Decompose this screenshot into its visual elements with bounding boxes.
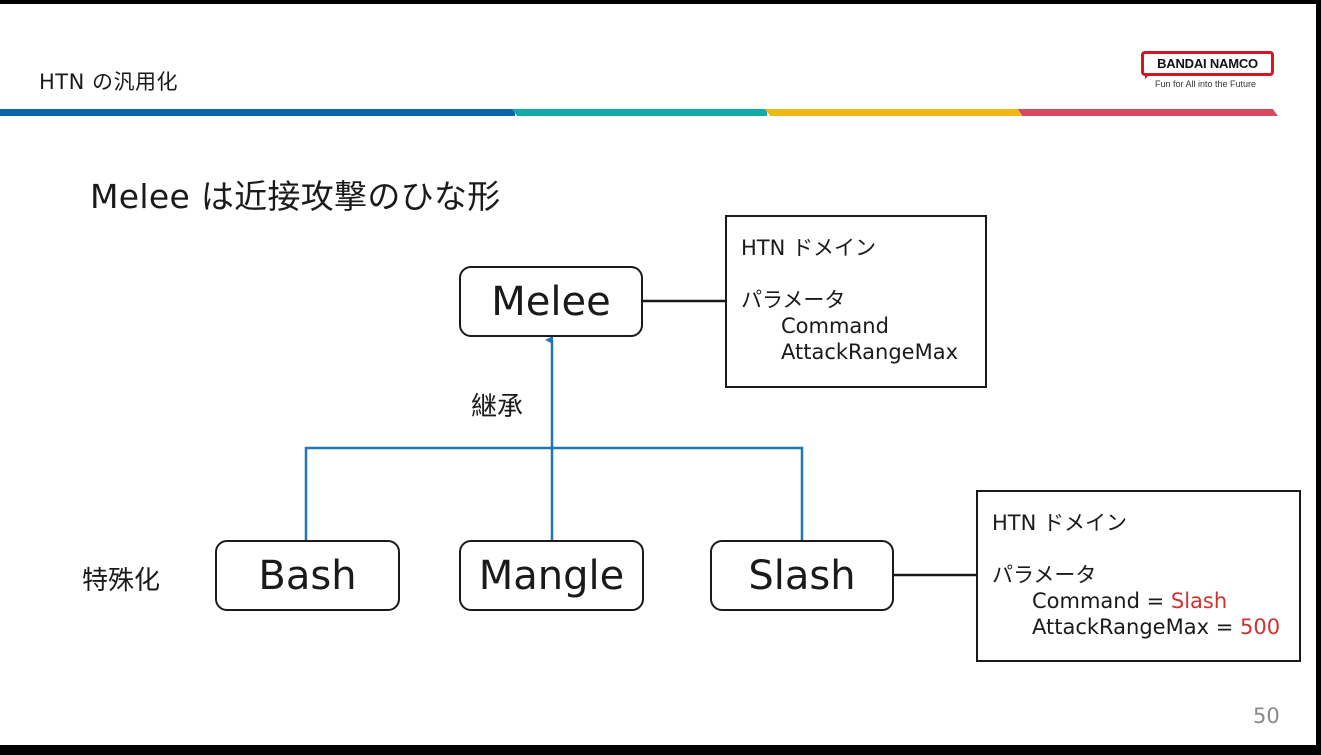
bandai-namco-logo: BANDAI NAMCO xyxy=(1141,51,1274,76)
inheritance-label: 継承 xyxy=(471,392,524,422)
slash-param-range-eq: = xyxy=(1209,615,1240,639)
slide-subtitle: Melee は近接攻撃のひな形 xyxy=(90,177,501,216)
diagram-connectors xyxy=(304,299,976,577)
accent-bar-red xyxy=(1018,109,1278,116)
node-bash-label: Bash xyxy=(258,552,357,599)
melee-param-command: Command xyxy=(781,314,889,338)
slash-param-command-eq: = xyxy=(1139,589,1171,613)
slash-param-command-name: Command xyxy=(1032,589,1140,613)
slash-param-attack-range-max: AttackRangeMax = 500 xyxy=(992,614,1299,640)
slash-info-title: HTN ドメイン xyxy=(992,511,1128,535)
logo-tagline: Fun for All into the Future xyxy=(1155,79,1257,89)
node-melee: Melee xyxy=(459,266,643,337)
slash-param-range-value: 500 xyxy=(1239,615,1281,639)
melee-info-box: HTN ドメイン パラメータ Command AttackRangeMax xyxy=(725,215,987,388)
slash-info-params-heading: パラメータ xyxy=(992,563,1097,587)
inheritance-branch xyxy=(304,446,804,540)
node-mangle: Mangle xyxy=(459,540,644,611)
slash-param-command: Command = Slash xyxy=(992,588,1299,614)
slide: HTN の汎用化 BANDAI NAMCO Fun for All into t… xyxy=(0,4,1316,745)
melee-param-attack-range-max: AttackRangeMax xyxy=(781,340,959,364)
accent-bar-teal xyxy=(512,109,767,116)
node-mangle-label: Mangle xyxy=(478,552,625,599)
slash-param-range-name: AttackRangeMax xyxy=(1032,615,1210,639)
node-slash: Slash xyxy=(710,540,894,611)
accent-bar-blue xyxy=(0,109,515,116)
node-bash: Bash xyxy=(215,540,400,611)
melee-info-title: HTN ドメイン xyxy=(741,236,877,260)
melee-info-params-heading: パラメータ xyxy=(741,288,846,312)
node-slash-label: Slash xyxy=(748,552,856,599)
specialization-label: 特殊化 xyxy=(82,566,161,596)
page-number: 50 xyxy=(1253,704,1280,728)
slash-param-command-value: Slash xyxy=(1170,589,1228,613)
accent-bar-yellow xyxy=(765,109,1021,116)
logo-brand: BANDAI NAMCO xyxy=(1157,56,1258,71)
header-title: HTN の汎用化 xyxy=(39,70,179,94)
logo-speech-tail-icon xyxy=(1145,73,1151,79)
slash-info-box: HTN ドメイン パラメータ Command = Slash AttackRan… xyxy=(976,490,1301,662)
node-melee-label: Melee xyxy=(491,278,611,325)
